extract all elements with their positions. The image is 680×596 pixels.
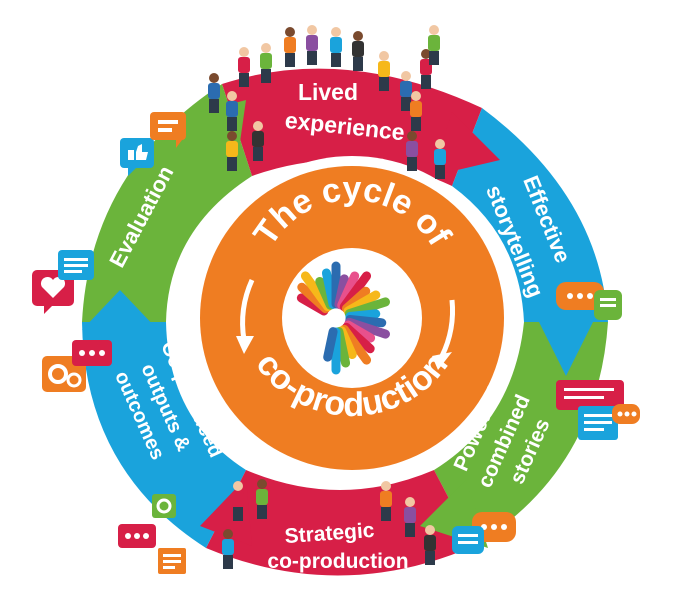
person-figure <box>380 481 392 521</box>
person-figure <box>208 73 220 113</box>
segment-co-produced-outputs <box>82 322 246 548</box>
person-figure <box>256 479 268 519</box>
person-figure <box>284 27 296 67</box>
rotate-arrow-right-icon <box>439 299 455 358</box>
chat-bubble-right-small-icon <box>612 404 640 424</box>
person-figure <box>330 27 342 67</box>
person-figure <box>404 497 416 537</box>
arrow-right-top <box>432 112 500 176</box>
person-figure <box>226 91 238 131</box>
person-figure <box>424 525 436 565</box>
chat-bubble-right-orange-icon <box>556 282 604 310</box>
segment-power-of-combined-stories <box>434 322 608 546</box>
person-figure <box>226 131 238 171</box>
chat-bubble-icon <box>150 112 186 148</box>
rotate-arrow-left-head <box>236 336 254 354</box>
people-illustration <box>208 25 446 569</box>
label-strategic-co-production-2: co-production <box>267 550 408 573</box>
segment-evaluation <box>82 84 252 322</box>
document-icon <box>158 548 186 574</box>
cycle-arrows <box>82 100 598 548</box>
person-figure <box>252 121 264 161</box>
arrow-left-middle <box>82 290 158 330</box>
message-list-bottom-right-icon <box>452 526 484 554</box>
thumbs-up-icon <box>120 138 154 176</box>
logo-pill <box>323 327 338 362</box>
person-figure <box>306 25 318 65</box>
rotate-arrow-right-head <box>432 352 452 370</box>
chat-bubble-bottom-left-icon <box>118 524 156 548</box>
chat-bubble-red-icon <box>72 340 112 366</box>
message-card-red-icon <box>556 380 624 410</box>
person-figure <box>238 47 250 87</box>
person-figure <box>400 71 412 111</box>
person-figure <box>232 481 244 521</box>
person-figure <box>434 139 446 179</box>
decor-icons <box>32 112 640 574</box>
segment-strategic-co-production <box>206 470 474 576</box>
person-figure <box>410 91 422 131</box>
person-figure <box>352 31 364 71</box>
person-figure <box>406 131 418 171</box>
co-production-logo <box>296 261 390 375</box>
person-figure <box>222 529 234 569</box>
rotate-arrow-left-icon <box>240 278 255 341</box>
message-list-icon <box>58 250 94 280</box>
arrow-right-middle <box>534 312 598 376</box>
gear-small-icon <box>152 494 176 518</box>
person-figure <box>378 51 390 91</box>
person-figure <box>428 25 440 65</box>
message-card-blue-icon <box>578 406 618 440</box>
message-list-right-icon <box>594 290 622 320</box>
person-figure <box>260 43 272 83</box>
label-lived-experience-1: Lived <box>298 79 358 105</box>
